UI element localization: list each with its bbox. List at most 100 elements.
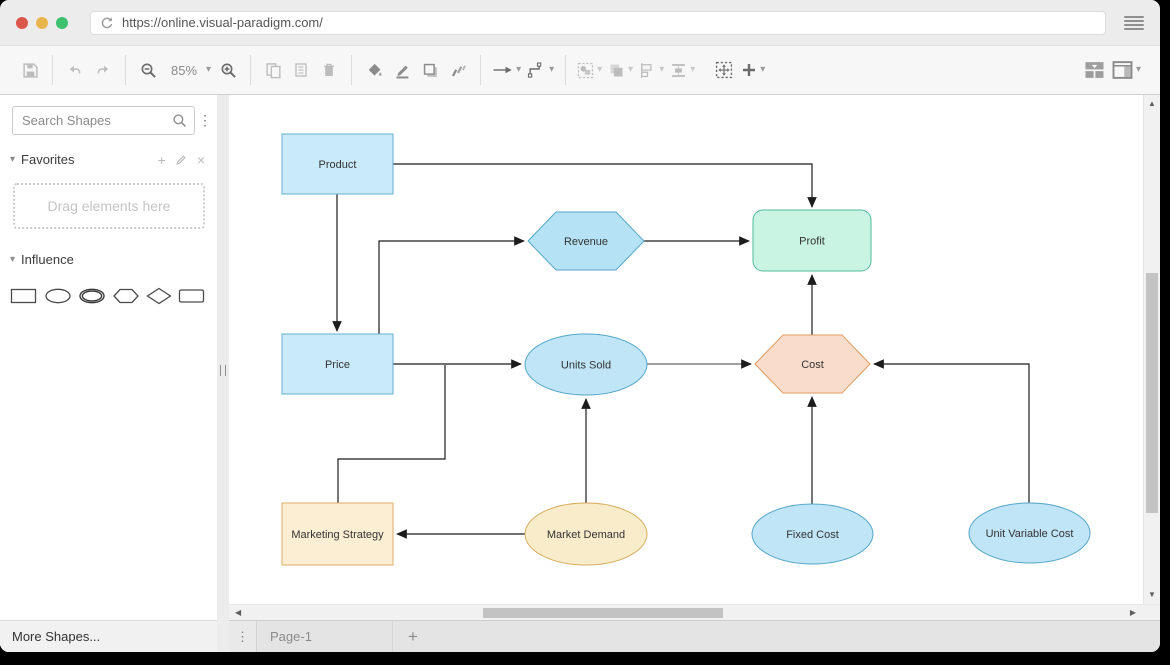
vertical-scrollbar[interactable]: ▲ ▼ (1143, 95, 1160, 604)
node-price[interactable] (281, 333, 394, 395)
shadow-button[interactable] (416, 52, 444, 88)
reload-icon[interactable] (100, 16, 114, 30)
node-product[interactable] (281, 133, 394, 195)
connector-marketing-strategy-to-units-sold[interactable] (337, 365, 446, 503)
browser-window: https://online.visual-paradigm.com/ 85 (0, 0, 1160, 652)
align-icon (641, 62, 652, 78)
browser-menu-icon[interactable] (1124, 15, 1144, 30)
connector-style-button[interactable]: ▾ (489, 52, 524, 88)
node-label-marketing-strategy: Marketing Strategy (291, 529, 384, 541)
panel-layout-toggle-button[interactable]: ▾ (1109, 52, 1144, 88)
chevron-down-icon: ▾ (206, 64, 212, 75)
more-shapes-button[interactable]: More Shapes... (0, 620, 217, 652)
close-favorites-icon[interactable]: × (196, 151, 205, 168)
fit-to-content-button[interactable] (710, 52, 738, 88)
maximize-window-button[interactable] (56, 16, 68, 29)
palette-diamond-shape[interactable] (146, 287, 172, 305)
scroll-right-arrow[interactable]: ▶ (1129, 608, 1136, 617)
close-window-button[interactable] (16, 16, 28, 29)
palette-rounded-rectangle-shape[interactable] (178, 287, 206, 305)
group-button[interactable]: ▾ (574, 52, 605, 88)
page-tab-bar: ⋮ Page-1 + (229, 620, 1160, 652)
palette-ellipse-shape[interactable] (44, 287, 72, 305)
node-profit[interactable] (752, 209, 872, 272)
zoom-out-button[interactable] (134, 52, 162, 88)
insert-button[interactable]: ▾ (738, 52, 768, 88)
elbow-connector-icon (528, 62, 542, 78)
horizontal-scroll-thumb[interactable] (483, 608, 723, 618)
zoom-out-icon (141, 63, 156, 78)
connector-product-to-profit[interactable] (393, 163, 817, 208)
scroll-left-arrow[interactable]: ◀ (235, 608, 242, 617)
add-page-button[interactable]: + (397, 621, 429, 652)
horizontal-scrollbar[interactable]: ◀ ▶ (229, 604, 1160, 620)
palette-double-ellipse-shape[interactable] (78, 287, 106, 305)
node-revenue[interactable] (527, 211, 645, 271)
zoom-level-select[interactable]: 85% ▾ (162, 52, 214, 88)
vertical-scroll-thumb[interactable] (1146, 273, 1158, 513)
line-color-icon (396, 65, 409, 78)
copy-button[interactable] (259, 52, 287, 88)
redo-button[interactable] (89, 52, 117, 88)
trash-icon (324, 63, 335, 76)
minimize-window-button[interactable] (36, 16, 48, 29)
connector-price-to-revenue[interactable] (378, 236, 525, 334)
undo-button[interactable] (61, 52, 89, 88)
node-label-profit: Profit (799, 236, 825, 248)
node-fixed-cost[interactable] (751, 503, 874, 565)
chevron-down-icon: ▾ (760, 64, 766, 75)
order-button[interactable]: ▾ (605, 52, 636, 88)
add-favorite-icon[interactable]: + (157, 151, 166, 168)
page-list-menu-icon[interactable]: ⋮ (229, 621, 257, 652)
scroll-up-arrow[interactable]: ▲ (1148, 99, 1156, 108)
scroll-down-arrow[interactable]: ▼ (1148, 590, 1156, 599)
node-label-market-demand: Market Demand (547, 529, 625, 541)
palette-rectangle-shape[interactable] (10, 287, 38, 305)
sidebar-menu-icon[interactable]: ⋮ (198, 112, 212, 128)
fit-to-content-icon (716, 61, 733, 79)
edit-favorites-icon[interactable] (175, 153, 188, 166)
editor-toolbar: 85% ▾ (0, 45, 1160, 95)
zoom-in-button[interactable] (214, 52, 242, 88)
paste-icon (295, 63, 307, 77)
fill-color-button[interactable] (360, 52, 388, 88)
paste-button[interactable] (287, 52, 315, 88)
format-brush-button[interactable] (444, 52, 472, 88)
influence-section-header[interactable]: ▾ Influence (0, 245, 217, 273)
node-label-unit-variable-cost: Unit Variable Cost (986, 528, 1074, 540)
save-button[interactable] (16, 52, 44, 88)
address-bar[interactable]: https://online.visual-paradigm.com/ (90, 10, 1106, 35)
favorites-title: Favorites (21, 152, 75, 167)
node-unit-variable-cost[interactable] (968, 502, 1091, 564)
node-label-units-sold: Units Sold (561, 360, 611, 372)
connector-unit-variable-cost-to-cost[interactable] (873, 359, 1030, 503)
panel-grid-toggle-button[interactable] (1081, 52, 1109, 88)
search-icon (173, 114, 186, 127)
add-page-label: + (408, 626, 418, 646)
favorites-dropzone[interactable]: Drag elements here (13, 183, 205, 229)
align-button[interactable]: ▾ (636, 52, 667, 88)
chevron-down-icon: ▾ (597, 64, 603, 75)
node-market-demand[interactable] (524, 502, 648, 566)
search-input[interactable] (12, 106, 195, 135)
sidebar-resize-handle[interactable] (217, 95, 229, 652)
node-marketing-strategy[interactable] (281, 502, 394, 566)
node-units-sold[interactable] (524, 333, 648, 396)
undo-icon (69, 65, 81, 74)
fill-color-icon (368, 63, 382, 76)
chevron-down-icon: ▾ (516, 64, 522, 75)
chevron-down-icon: ▾ (549, 64, 555, 75)
page-tab[interactable]: Page-1 (257, 621, 393, 652)
node-cost[interactable] (754, 334, 871, 394)
favorites-section-header[interactable]: ▾ Favorites + × (0, 145, 217, 173)
plus-icon (743, 64, 756, 76)
connector-routing-button[interactable]: ▾ (524, 52, 557, 88)
delete-button[interactable] (315, 52, 343, 88)
palette-hexagon-shape[interactable] (112, 287, 140, 305)
dropzone-label: Drag elements here (47, 198, 171, 214)
page-tab-label: Page-1 (270, 629, 312, 644)
distribute-button[interactable]: ▾ (667, 52, 698, 88)
line-color-button[interactable] (388, 52, 416, 88)
